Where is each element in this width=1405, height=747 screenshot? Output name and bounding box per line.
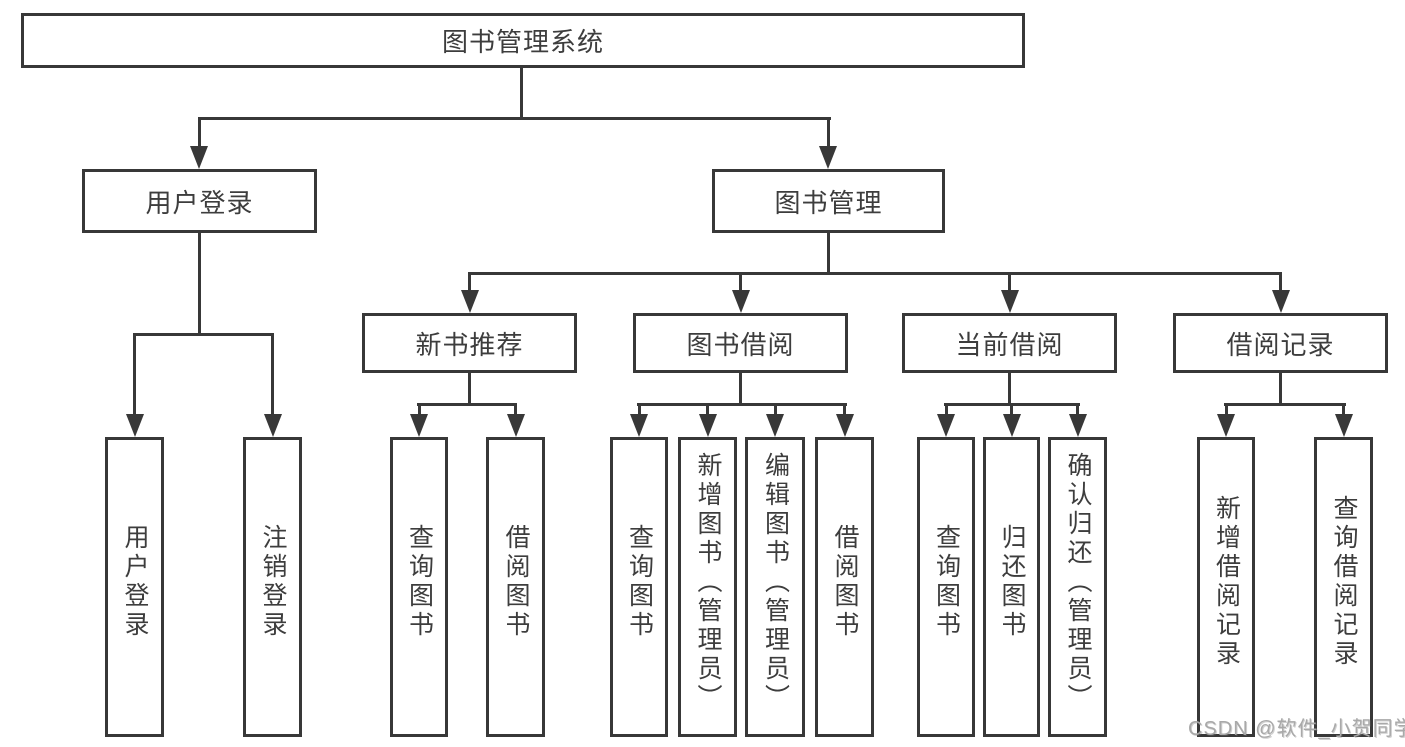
leaf-logout-label: 注销登录: [259, 524, 287, 640]
connector-borrow-rail: [637, 403, 847, 406]
arrowhead: [937, 414, 955, 437]
connector-borrow-drop-4: [843, 406, 846, 416]
connector-root-rail: [198, 117, 831, 120]
arrowhead: [766, 414, 784, 437]
leaf-borrow-query-book-label: 查询图书: [625, 524, 654, 640]
arrowhead: [461, 290, 479, 313]
leaf-recommend-borrow-book-label: 借阅图书: [502, 524, 530, 640]
connector-current-drop-3: [1076, 406, 1079, 416]
node-root-label: 图书管理系统: [441, 27, 604, 57]
node-root: 图书管理系统: [21, 13, 1025, 68]
leaf-user-login-label: 用户登录: [121, 524, 149, 640]
leaf-query-borrow-record-label: 查询借阅记录: [1330, 495, 1358, 669]
arrowhead: [507, 414, 525, 437]
leaf-recommend-query-book: 查询图书: [390, 437, 448, 737]
arrowhead: [1217, 414, 1235, 437]
leaf-confirm-return-admin: 确认归还（管理员）: [1048, 437, 1107, 737]
node-book-management: 图书管理: [712, 169, 945, 233]
leaf-user-login: 用户登录: [105, 437, 164, 737]
node-new-book-recommend: 新书推荐: [362, 313, 577, 373]
leaf-add-book-admin: 新增图书（管理员）: [678, 437, 737, 737]
connector-records-rail: [1224, 403, 1346, 406]
node-new-book-recommend-label: 新书推荐: [415, 329, 524, 360]
arrowhead: [630, 414, 648, 437]
connector-records-drop-1: [1225, 406, 1228, 416]
connector-login-drop-1: [133, 336, 136, 414]
arrowhead: [1003, 414, 1021, 437]
leaf-recommend-query-book-label: 查询图书: [405, 524, 434, 640]
connector-mgmt-drop-3: [1008, 275, 1011, 291]
leaf-current-query-book: 查询图书: [917, 437, 975, 737]
csdn-watermark: CSDN @软件_小贺同学: [1188, 718, 1405, 740]
leaf-add-borrow-record: 新增借阅记录: [1197, 437, 1255, 737]
arrowhead: [732, 290, 750, 313]
leaf-recommend-borrow-book: 借阅图书: [486, 437, 545, 737]
connector-mgmt-rail: [468, 272, 1282, 275]
arrowhead: [126, 414, 144, 437]
node-borrow-records: 借阅记录: [1173, 313, 1388, 373]
connector-recommend-rail: [417, 403, 517, 406]
node-current-borrow-label: 当前借阅: [955, 329, 1064, 360]
leaf-confirm-return-admin-label: 确认归还（管理员）: [1064, 451, 1092, 713]
connector-mgmt-stem: [827, 233, 830, 272]
connector-records-drop-2: [1342, 406, 1345, 416]
arrowhead: [1272, 290, 1290, 313]
connector-login-drop-2: [271, 336, 274, 414]
connector-current-drop-1: [945, 406, 948, 416]
connector-mgmt-drop-4: [1279, 275, 1282, 291]
leaf-edit-book-admin: 编辑图书（管理员）: [745, 437, 805, 737]
arrowhead: [410, 414, 428, 437]
connector-recommend-drop-1: [418, 406, 421, 416]
connector-borrow-drop-2: [706, 406, 709, 416]
connector-login-stem: [198, 233, 201, 336]
arrowhead: [264, 414, 282, 437]
leaf-borrow-book-label: 借阅图书: [831, 524, 859, 640]
connector-root-stem: [520, 68, 523, 120]
arrowhead: [819, 146, 837, 169]
connector-current-rail: [944, 403, 1080, 406]
leaf-current-query-book-label: 查询图书: [932, 524, 961, 640]
connector-borrow-stem: [739, 373, 742, 403]
connector-mgmt-drop-2: [739, 275, 742, 291]
connector-current-drop-2: [1010, 406, 1013, 416]
leaf-return-book: 归还图书: [983, 437, 1040, 737]
node-borrow-records-label: 借阅记录: [1226, 329, 1335, 360]
connector-current-stem: [1008, 373, 1011, 403]
connector-records-stem: [1279, 373, 1282, 403]
arrowhead: [1001, 290, 1019, 313]
leaf-borrow-book: 借阅图书: [815, 437, 874, 737]
connector-recommend-stem: [468, 373, 471, 403]
node-book-management-label: 图书管理: [774, 187, 883, 218]
node-book-borrow-label: 图书借阅: [686, 329, 795, 360]
leaf-edit-book-admin-label: 编辑图书（管理员）: [761, 451, 790, 713]
node-user-login-label: 用户登录: [145, 187, 254, 218]
leaf-query-borrow-record: 查询借阅记录: [1314, 437, 1373, 737]
leaf-return-book-label: 归还图书: [998, 524, 1026, 640]
node-user-login: 用户登录: [82, 169, 317, 233]
connector-root-drop-left: [198, 120, 201, 147]
connector-mgmt-drop-1: [468, 275, 471, 291]
leaf-add-borrow-record-label: 新增借阅记录: [1212, 495, 1241, 669]
leaf-borrow-query-book: 查询图书: [610, 437, 668, 737]
connector-borrow-drop-1: [638, 406, 641, 416]
node-current-borrow: 当前借阅: [902, 313, 1117, 373]
connector-recommend-drop-2: [514, 406, 517, 416]
arrowhead: [836, 414, 854, 437]
arrowhead: [1069, 414, 1087, 437]
leaf-add-book-admin-label: 新增图书（管理员）: [694, 451, 722, 713]
arrowhead: [1335, 414, 1353, 437]
connector-login-rail: [133, 333, 274, 336]
connector-borrow-drop-3: [774, 406, 777, 416]
node-book-borrow: 图书借阅: [633, 313, 848, 373]
arrowhead: [699, 414, 717, 437]
leaf-logout: 注销登录: [243, 437, 302, 737]
arrowhead: [190, 146, 208, 169]
connector-root-drop-right: [827, 120, 830, 147]
